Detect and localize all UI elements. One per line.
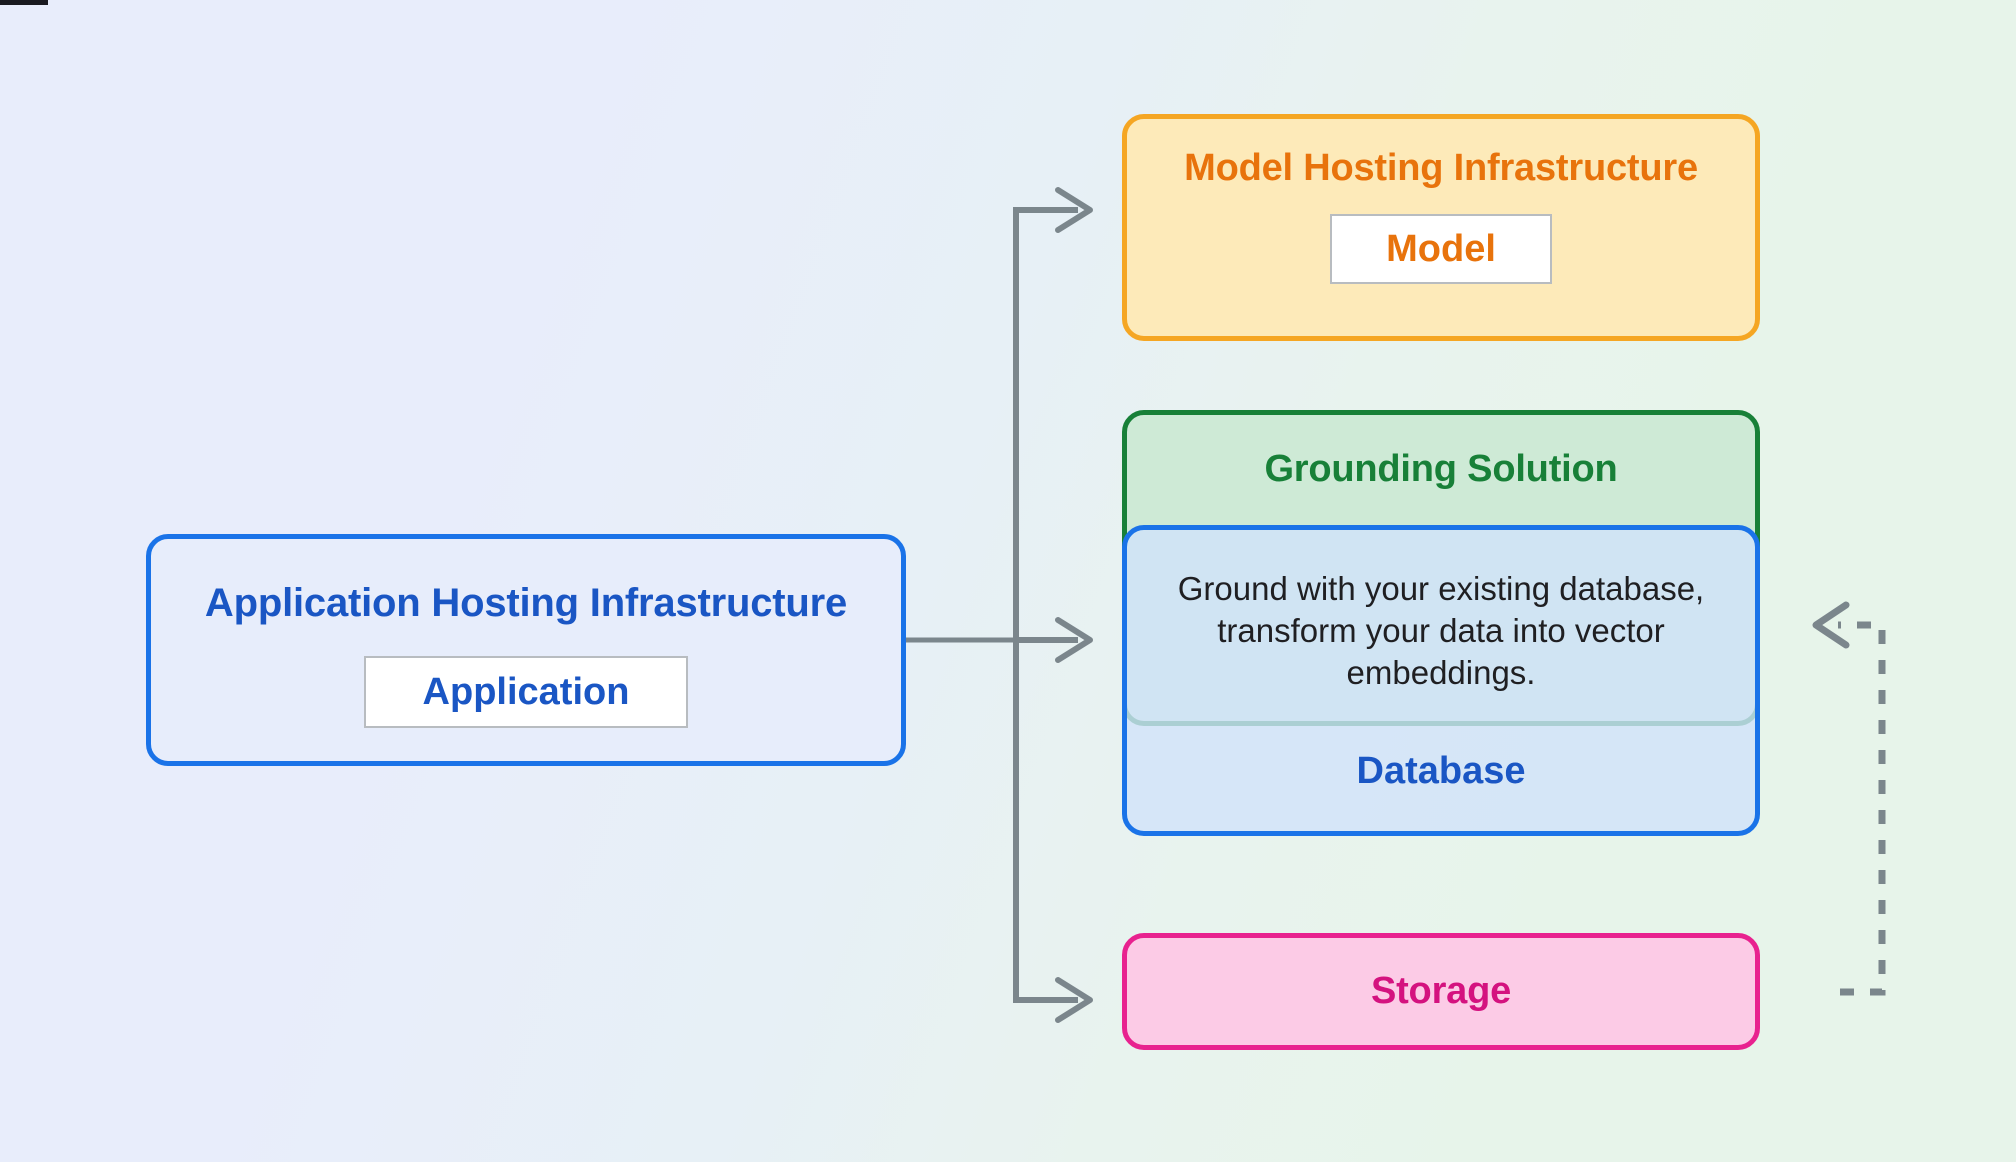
application-chip[interactable]: Application xyxy=(364,656,688,728)
database-box[interactable]: Ground with your existing database, tran… xyxy=(1122,525,1760,836)
corner-artifact xyxy=(0,0,48,5)
connector-to-model-arrowhead xyxy=(1055,187,1093,233)
connector-to-grounding-arrowhead xyxy=(1055,617,1093,663)
storage-title: Storage xyxy=(1370,970,1512,1012)
storage-to-database-arrowhead xyxy=(1812,601,1850,649)
storage-to-database-dashed-line xyxy=(1838,621,1886,996)
model-hosting-infrastructure-box[interactable]: Model Hosting Infrastructure Model xyxy=(1122,114,1760,341)
grounding-solution-title: Grounding Solution xyxy=(1264,448,1618,490)
storage-box[interactable]: Storage xyxy=(1122,933,1760,1050)
grounding-solution-description: Ground with your existing database, tran… xyxy=(1177,570,1705,691)
application-hosting-infrastructure-box[interactable]: Application Hosting Infrastructure Appli… xyxy=(146,534,906,766)
model-hosting-title: Model Hosting Infrastructure xyxy=(1184,147,1698,189)
model-chip[interactable]: Model xyxy=(1330,214,1552,284)
database-title: Database xyxy=(1356,750,1526,792)
application-hosting-title: Application Hosting Infrastructure xyxy=(204,581,848,625)
connector-to-storage-arrowhead xyxy=(1055,977,1093,1023)
